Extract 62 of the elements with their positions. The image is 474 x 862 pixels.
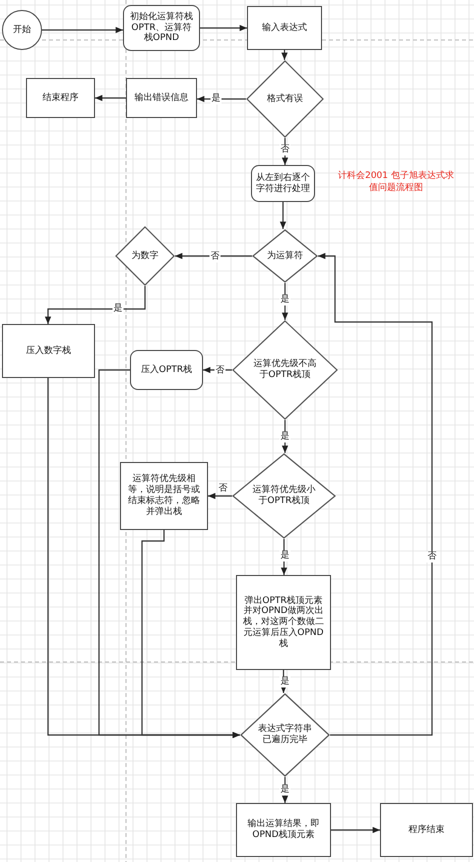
step-text: 压入数字栈: [26, 346, 71, 356]
edge-label: 是: [280, 432, 290, 442]
process-box: [123, 5, 200, 51]
process-box: [236, 575, 331, 670]
step-text: 运算符优先级相等，说明是括号或结束标志符，忽略并弹出栈: [127, 474, 201, 518]
step-text: 程序结束: [408, 824, 444, 836]
arrow: [200, 24, 247, 32]
edge-label: 否: [218, 484, 228, 494]
step-text: 为运算符: [266, 250, 304, 262]
step-text: 结束程序: [42, 92, 78, 104]
step-text: 为数字: [130, 250, 160, 262]
arrow: [280, 539, 288, 575]
step-text: 输出错误信息: [134, 92, 188, 104]
process-box: [251, 165, 315, 202]
process-box: [126, 78, 197, 118]
step-text: 压入OPTR栈: [140, 364, 192, 376]
process-box: [120, 462, 208, 530]
start-circle: [2, 10, 42, 50]
arrow: [42, 26, 123, 34]
arrow: [280, 202, 286, 229]
step-text: 开始: [13, 24, 31, 36]
step-text: 从左到右逐个字符进行处理: [255, 172, 311, 194]
edge-label: 是: [280, 784, 290, 796]
edge-label: 是: [112, 304, 124, 314]
arrow: [208, 492, 232, 500]
process-box: [247, 6, 322, 50]
decision-diamond: [252, 229, 318, 283]
step-text: 运算符优先级小于OPTR栈顶: [252, 485, 316, 507]
decision-diamond: [240, 693, 330, 777]
title-note: 计科会2001 包子旭表达式求值问题流程图: [337, 170, 455, 194]
decision-diamond: [232, 320, 338, 420]
edge-label: 否: [210, 252, 220, 262]
edge-label: 否: [426, 552, 438, 562]
step-text: 格式有误: [266, 94, 304, 104]
decision-diamond: [232, 453, 336, 539]
edge-label: 是: [210, 94, 222, 104]
arrow: [95, 94, 126, 102]
step-text: 表达式字符串已遍历完毕: [257, 724, 313, 746]
process-box: [380, 803, 473, 857]
edge-label: 是: [280, 294, 290, 306]
decision-diamond: [115, 226, 175, 286]
process-box: [236, 803, 331, 857]
edge-label: 否: [280, 144, 290, 156]
edge-label: 是: [280, 676, 290, 688]
step-text: 初始化运算符栈OPTR、运算符栈OPND: [129, 12, 194, 44]
step-text: 输出运算结果，即OPND栈顶元素: [246, 819, 320, 841]
process-box: [26, 78, 95, 118]
process-box: [2, 324, 95, 378]
decision-diamond: [246, 60, 324, 138]
step-text: 弹出OPTR栈顶元素并对OPND做两次出栈，对这两个数做二元运算后压入OPND栈: [242, 596, 325, 650]
arrow: [318, 252, 433, 736]
arrow: [331, 826, 380, 834]
edge-label: 否: [214, 366, 226, 376]
arrow: [281, 50, 288, 60]
arrow: [197, 96, 246, 102]
arrow: [141, 530, 240, 738]
step-text: 输入表达式: [262, 22, 307, 34]
arrow: [175, 252, 252, 260]
edge-label: 是: [280, 550, 290, 562]
step-text: 运算优先级不高于OPTR栈顶: [252, 359, 318, 381]
process-box: [130, 350, 203, 390]
arrow: [44, 286, 146, 324]
